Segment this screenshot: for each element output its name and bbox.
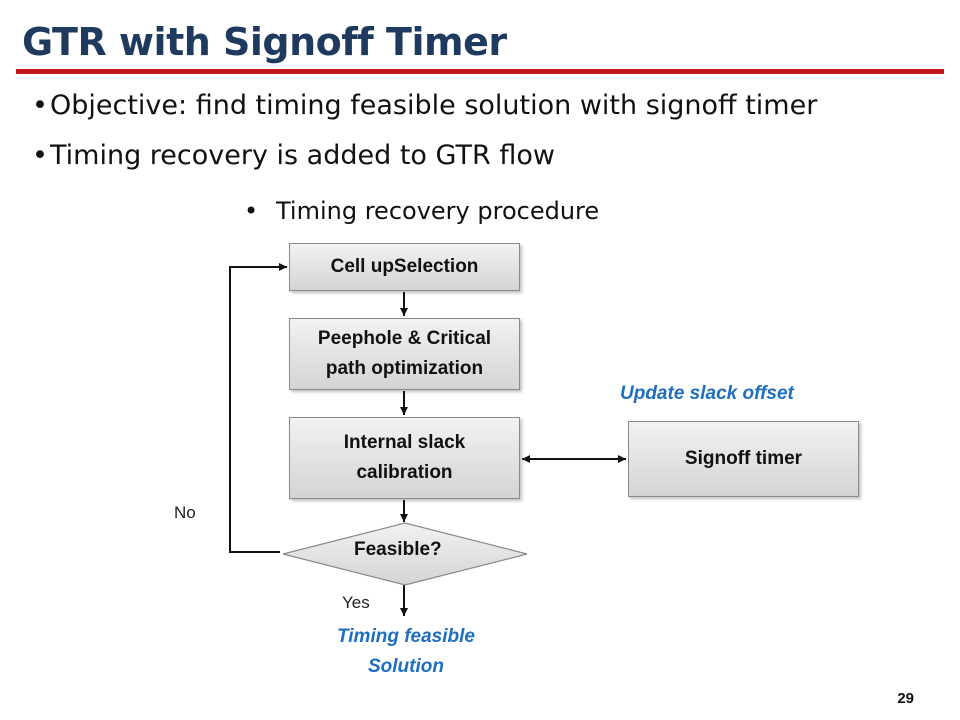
- bullet-timing-recovery: •Timing recovery is added to GTR flow: [32, 140, 555, 171]
- sub-bullet-procedure: • Timing recovery procedure: [244, 197, 599, 225]
- bullet-dot: •: [32, 90, 48, 121]
- bullet-dot: •: [244, 197, 259, 225]
- edge-label-no: No: [174, 503, 196, 522]
- slide-title: GTR with Signoff Timer: [22, 20, 507, 64]
- cell-upselection-label: Cell upSelection: [330, 256, 479, 277]
- calibration-label-line1: Internal slack: [343, 432, 466, 453]
- result-line2: Solution: [368, 656, 444, 677]
- title-divider: [16, 69, 944, 74]
- signoff-timer-node: Signoff timer: [628, 421, 859, 497]
- calibration-label-line2: calibration: [356, 462, 453, 483]
- edge-label-yes: Yes: [342, 593, 370, 612]
- page-number: 29: [897, 690, 914, 707]
- peephole-optimization-node: Peephole & Critical path optimization: [289, 318, 520, 390]
- peephole-label-line1: Peephole & Critical: [317, 328, 492, 349]
- bullet-text: Timing recovery is added to GTR flow: [50, 140, 555, 171]
- internal-slack-calibration-node: Internal slack calibration: [289, 417, 520, 499]
- timing-feasible-solution-label: Timing feasible Solution: [306, 622, 506, 682]
- feasible-label: Feasible?: [354, 539, 442, 560]
- signoff-timer-label: Signoff timer: [684, 448, 803, 469]
- cell-upselection-node: Cell upSelection: [289, 243, 520, 291]
- result-line1: Timing feasible: [337, 626, 475, 647]
- peephole-label-line2: path optimization: [325, 358, 484, 379]
- update-slack-offset-label: Update slack offset: [620, 383, 794, 404]
- bullet-objective: •Objective: find timing feasible solutio…: [32, 90, 817, 121]
- bullet-dot: •: [32, 140, 48, 171]
- sub-bullet-text: Timing recovery procedure: [276, 197, 600, 225]
- feasible-decision-diamond: [282, 522, 528, 586]
- bullet-text: Objective: find timing feasible solution…: [50, 90, 818, 121]
- arrow-feasible-no-loop: [229, 263, 287, 553]
